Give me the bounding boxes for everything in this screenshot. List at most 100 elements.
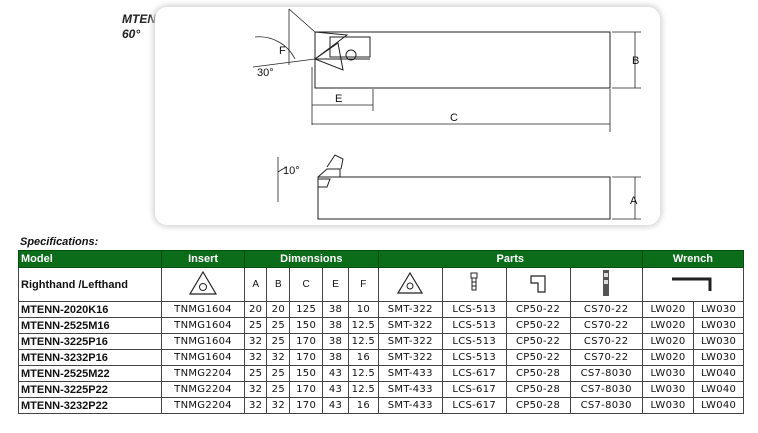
- table-cell: LW020: [641, 317, 695, 334]
- table-cell: LCS-513: [441, 333, 507, 350]
- table-cell: 32: [243, 381, 268, 398]
- table-cell: SMT-322: [377, 349, 443, 366]
- dim-header-b: B: [266, 267, 291, 302]
- table-cell: 38: [322, 333, 349, 350]
- table-cell: CS70-22: [569, 317, 643, 334]
- table-cell: CP50-28: [505, 381, 571, 398]
- table-cell: LW030: [693, 317, 744, 334]
- table-cell: 10: [347, 301, 379, 318]
- table-cell: 32: [243, 333, 268, 350]
- table-cell: CP50-22: [505, 333, 571, 350]
- table-cell: 16: [347, 349, 379, 366]
- table-cell: 170: [289, 397, 324, 414]
- table-cell: 12.5: [347, 365, 379, 382]
- table-cell: CS7-8030: [569, 381, 643, 398]
- table-cell: 170: [289, 333, 324, 350]
- table-cell: LW030: [693, 349, 744, 366]
- table-cell: 20: [243, 301, 268, 318]
- dim-label-b: B: [632, 55, 639, 67]
- table-cell: LW020: [641, 301, 695, 318]
- table-cell: 32: [266, 397, 291, 414]
- table-cell: 43: [322, 397, 349, 414]
- table-cell: TNMG2204: [161, 365, 245, 382]
- model-cell: MTENN-2525M16: [17, 317, 163, 334]
- dim-label-c: C: [450, 112, 458, 124]
- table-cell: LCS-617: [441, 381, 507, 398]
- table-cell: 16: [347, 397, 379, 414]
- table-cell: LW030: [641, 381, 695, 398]
- table-cell: SMT-322: [377, 301, 443, 318]
- table-cell: CP50-22: [505, 317, 571, 334]
- table-cell: LW030: [641, 397, 695, 414]
- table-cell: 43: [322, 381, 349, 398]
- table-cell: 32: [243, 397, 268, 414]
- dim-header-c: C: [289, 267, 324, 302]
- table-cell: LW030: [693, 301, 744, 318]
- table-cell: SMT-433: [377, 397, 443, 414]
- dimensions-header: Dimensions: [243, 250, 379, 268]
- model-cell: MTENN-3225P22: [17, 381, 163, 398]
- table-cell: SMT-322: [377, 333, 443, 350]
- table-cell: TNMG2204: [161, 397, 245, 414]
- table-cell: CP50-28: [505, 365, 571, 382]
- table-cell: 25: [266, 365, 291, 382]
- table-cell: LW040: [693, 365, 744, 382]
- specifications-title: Specifications:: [20, 236, 99, 248]
- dim-header-f: F: [347, 267, 379, 302]
- table-cell: 38: [322, 349, 349, 366]
- table-cell: 20: [266, 301, 291, 318]
- table-cell: CP50-22: [505, 301, 571, 318]
- model-cell: MTENN-3232P22: [17, 397, 163, 414]
- table-cell: 25: [243, 365, 268, 382]
- table-cell: CS70-22: [569, 301, 643, 318]
- table-cell: 170: [289, 349, 324, 366]
- table-cell: SMT-433: [377, 365, 443, 382]
- table-cell: 32: [266, 349, 291, 366]
- model-subheader: Righthand /Lefthand: [17, 267, 163, 302]
- table-cell: LW030: [693, 333, 744, 350]
- table-cell: SMT-322: [377, 317, 443, 334]
- model-header: Model: [17, 250, 163, 268]
- table-cell: 150: [289, 317, 324, 334]
- table-cell: CS7-8030: [569, 365, 643, 382]
- table-cell: CS7-8030: [569, 397, 643, 414]
- dim-header-a: A: [243, 267, 268, 302]
- table-cell: LCS-513: [441, 317, 507, 334]
- table-cell: CS70-22: [569, 333, 643, 350]
- shim-triangle-icon: [377, 267, 443, 302]
- table-cell: 12.5: [347, 333, 379, 350]
- tool-drawing-panel: F B 30° E C 10° A: [155, 7, 660, 225]
- dim-label-f: F: [279, 45, 286, 57]
- table-cell: 38: [322, 317, 349, 334]
- dim-label-30deg: 30°: [257, 67, 274, 79]
- table-cell: TNMG1604: [161, 317, 245, 334]
- table-cell: TNMG1604: [161, 301, 245, 318]
- clamp-icon: [505, 267, 571, 302]
- table-cell: LW030: [641, 365, 695, 382]
- table-cell: 125: [289, 301, 324, 318]
- table-cell: 25: [243, 317, 268, 334]
- table-cell: LW020: [641, 349, 695, 366]
- table-cell: LCS-617: [441, 365, 507, 382]
- table-cell: 25: [266, 381, 291, 398]
- hex-wrench-icon: [641, 267, 745, 302]
- table-cell: CP50-28: [505, 397, 571, 414]
- table-cell: LCS-617: [441, 397, 507, 414]
- table-cell: 38: [322, 301, 349, 318]
- table-cell: TNMG1604: [161, 333, 245, 350]
- table-cell: 43: [322, 365, 349, 382]
- table-cell: LW040: [693, 397, 744, 414]
- model-cell: MTENN-3232P16: [17, 349, 163, 366]
- dim-header-e: E: [322, 267, 349, 302]
- dim-label-a: A: [630, 195, 638, 207]
- screw-icon: [441, 267, 507, 302]
- pin-icon: [569, 267, 643, 302]
- table-cell: LCS-513: [441, 349, 507, 366]
- insert-header: Insert: [161, 250, 245, 268]
